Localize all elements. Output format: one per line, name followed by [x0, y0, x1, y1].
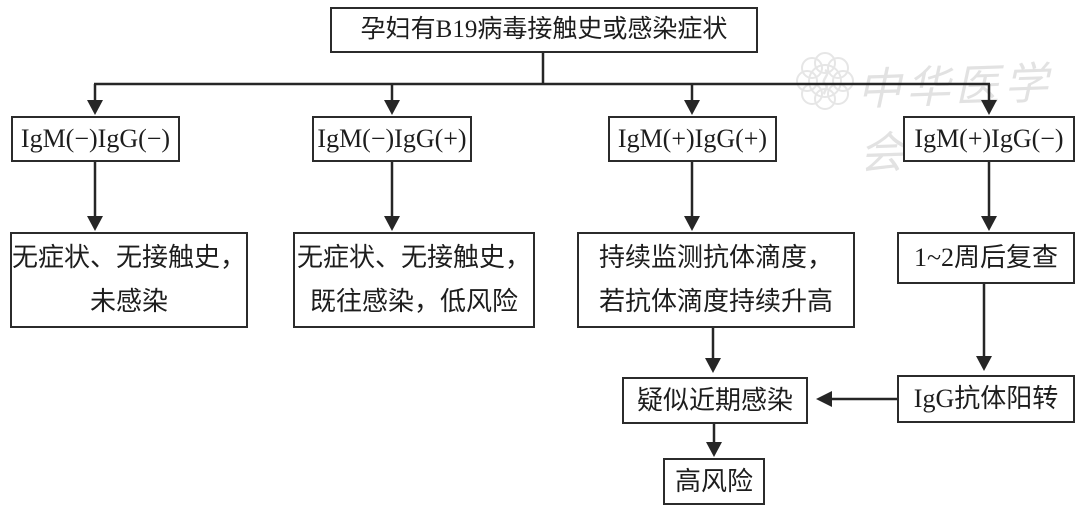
outcome-box-past-infection-low-risk: 无症状、无接触史， 既往感染，低风险: [293, 232, 535, 328]
suspected-recent-infection-box: 疑似近期感染: [622, 377, 808, 424]
serology-label: IgM(−)IgG(−): [20, 124, 171, 153]
high-risk-box: 高风险: [663, 458, 765, 505]
outcome-line: 无症状、无接触史，: [296, 243, 531, 272]
igg-seroconversion-label: IgG抗体阳转: [913, 384, 1059, 413]
root-condition-box: 孕妇有B19病毒接触史或感染症状: [330, 7, 758, 53]
arrow-branch3-to-outcome3: [684, 162, 700, 231]
outcome-line: 1~2周后复查: [913, 243, 1059, 272]
arrow-rail-to-branch-2: [384, 84, 400, 115]
arrow-branch1-to-outcome1: [87, 162, 103, 231]
igg-seroconversion-box: IgG抗体阳转: [897, 375, 1075, 423]
outcome-box-not-infected: 无症状、无接触史， 未感染: [10, 232, 248, 328]
outcome-line: 既往感染，低风险: [309, 287, 518, 316]
serology-label: IgM(−)IgG(+): [317, 124, 467, 153]
arrow-seroconversion-to-suspected: [816, 391, 897, 407]
outcome-line: 若抗体滴度持续升高: [598, 287, 833, 316]
serology-label: IgM(+)IgG(+): [617, 124, 768, 153]
arrow-branch4-to-outcome4: [981, 162, 997, 231]
serology-box-igm-pos-igg-neg: IgM(+)IgG(−): [903, 116, 1075, 162]
serology-box-igm-pos-igg-pos: IgM(+)IgG(+): [608, 116, 777, 162]
serology-box-igm-neg-igg-pos: IgM(−)IgG(+): [312, 116, 472, 162]
arrow-suspected-to-highrisk: [706, 424, 722, 457]
outcome-line: 未感染: [89, 287, 168, 316]
high-risk-label: 高风险: [674, 466, 753, 496]
serology-label: IgM(+)IgG(−): [914, 124, 1064, 153]
arrow-recheck-to-seroconversion: [976, 284, 992, 371]
serology-box-igm-neg-igg-neg: IgM(−)IgG(−): [11, 116, 180, 162]
arrow-rail-to-branch-4: [981, 84, 997, 115]
outcome-line: 持续监测抗体滴度，: [598, 243, 833, 272]
outcome-box-monitor-antibody-titer: 持续监测抗体滴度， 若抗体滴度持续升高: [577, 232, 855, 328]
arrow-root-to-rail: [94, 53, 990, 86]
outcome-box-recheck-1-2-weeks: 1~2周后复查: [897, 232, 1075, 284]
root-condition-label: 孕妇有B19病毒接触史或感染症状: [360, 16, 728, 43]
arrow-rail-to-branch-1: [87, 84, 103, 115]
arrow-branch2-to-outcome2: [384, 162, 400, 231]
arrow-rail-to-branch-3: [684, 84, 700, 115]
suspected-recent-infection-label: 疑似近期感染: [636, 385, 793, 415]
arrow-monitor-to-suspected: [705, 328, 721, 373]
outcome-line: 无症状、无接触史，: [12, 243, 247, 272]
